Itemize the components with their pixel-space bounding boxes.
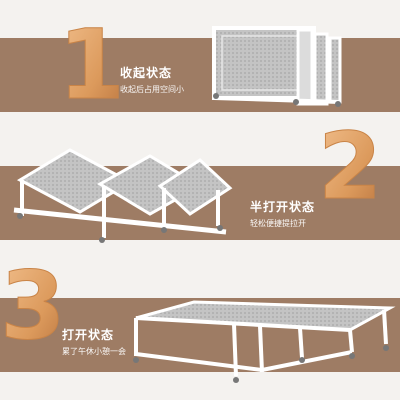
step-1-label: 收起状态 收起后占用空间小: [120, 64, 184, 95]
step-2-number: 2: [318, 113, 382, 220]
open-bed: [133, 300, 396, 383]
step-1-number: 1: [58, 9, 125, 121]
step-3-label: 打开状态 累了午休小憩一会: [62, 326, 126, 357]
step-2-label: 半打开状态 轻松便捷提拉开: [250, 198, 315, 229]
step-3-number: 3: [0, 252, 65, 361]
folded-bed: [212, 26, 342, 107]
step-3-subtitle: 累了午休小憩一会: [62, 347, 126, 356]
step-2-subtitle: 轻松便捷提拉开: [250, 219, 306, 228]
step-2-numeral: 2: [318, 113, 383, 221]
step-1-title: 收起状态: [120, 66, 173, 80]
step-3-title: 打开状态: [62, 328, 115, 342]
step-3-numeral: 3: [0, 252, 66, 362]
half-open-bed: [13, 148, 233, 243]
step-1-numeral: 1: [58, 9, 126, 122]
step-1-subtitle: 收起后占用空间小: [120, 85, 184, 94]
step-2-title: 半打开状态: [250, 200, 316, 214]
